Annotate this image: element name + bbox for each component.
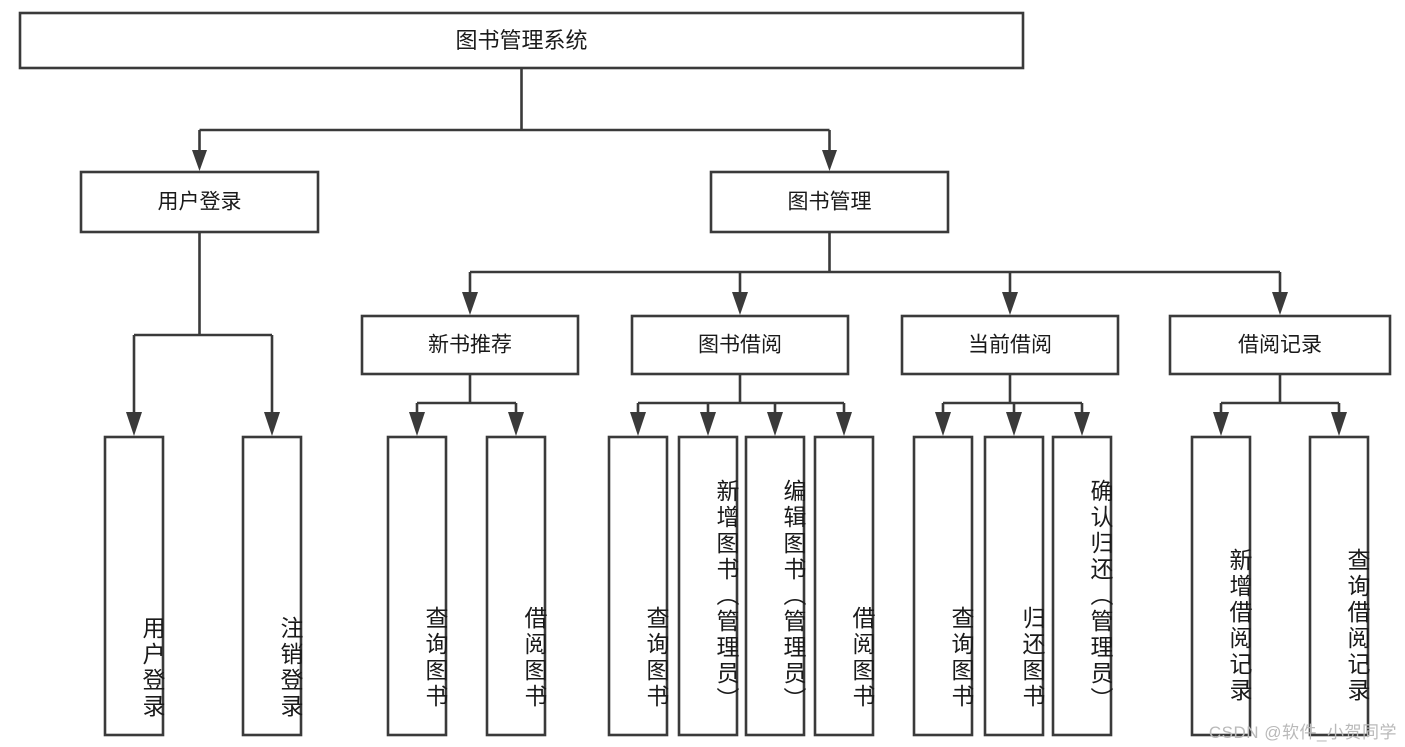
leaf-box-query-book-3[interactable] [912, 435, 974, 737]
arrowhead-leaf-logout [264, 412, 280, 436]
node-user-login-label: 用户登录 [158, 191, 242, 214]
node-new-book-recommend[interactable]: 新书推荐 [360, 314, 580, 376]
leaf-box-query-record[interactable] [1308, 435, 1370, 737]
node-book-management[interactable]: 图书管理 [709, 170, 950, 234]
node-borrow-record-box[interactable] [1168, 314, 1392, 376]
leaf-box-add-book[interactable] [677, 435, 739, 737]
leaf-box-logout[interactable] [241, 435, 303, 737]
leaf-box-query-book-2[interactable] [607, 435, 669, 737]
leaf-box-add-record[interactable] [1190, 435, 1252, 737]
arrowhead-leaf-borrow-book-2 [836, 412, 852, 436]
node-current-borrow-box[interactable] [900, 314, 1120, 376]
arrowhead-leaf-add-book [700, 412, 716, 436]
node-borrow-record[interactable]: 借阅记录 [1168, 314, 1392, 376]
connector-layer [126, 68, 1347, 436]
node-book-borrow[interactable]: 图书借阅 [630, 314, 850, 376]
leaf-box-return-book[interactable] [983, 435, 1045, 737]
node-new-book-recommend-label: 新书推荐 [428, 334, 512, 357]
arrowhead-leaf-edit-book [767, 412, 783, 436]
node-book-management-box[interactable] [709, 170, 950, 234]
leaf-box-layer [103, 435, 1370, 737]
arrowhead-leaf-query-record [1331, 412, 1347, 436]
arrowhead-leaf-return-book [1006, 412, 1022, 436]
node-root-label: 图书管理系统 [455, 28, 587, 53]
node-root-box[interactable] [18, 11, 1025, 70]
arrowhead-current-borrow [1002, 292, 1018, 315]
node-borrow-record-label: 借阅记录 [1238, 334, 1322, 357]
arrowhead-leaf-query-book-1 [409, 412, 425, 436]
arrowhead-book-borrow [732, 292, 748, 315]
node-user-login-box[interactable] [79, 170, 320, 234]
arrowhead-user-login [192, 150, 207, 171]
arrowhead-leaf-add-record [1213, 412, 1229, 436]
node-book-management-label: 图书管理 [788, 191, 872, 214]
arrowhead-new-book-rec [462, 292, 478, 315]
arrowhead-book-mgmt [822, 150, 837, 171]
leaf-box-confirm-return[interactable] [1051, 435, 1113, 737]
leaf-box-borrow-book-2[interactable] [813, 435, 875, 737]
leaf-box-user-login[interactable] [103, 435, 165, 737]
node-current-borrow[interactable]: 当前借阅 [900, 314, 1120, 376]
arrowhead-leaf-borrow-book-1 [508, 412, 524, 436]
arrowhead-leaf-query-book-2 [630, 412, 646, 436]
node-book-borrow-label: 图书借阅 [698, 334, 782, 357]
node-current-borrow-label: 当前借阅 [968, 334, 1052, 357]
csdn-watermark: CSDN @软件_小贺同学 [1208, 723, 1397, 742]
node-root[interactable]: 图书管理系统 [18, 11, 1025, 70]
node-user-login[interactable]: 用户登录 [79, 170, 320, 234]
arrowhead-leaf-user-login [126, 412, 142, 436]
arrowhead-leaf-confirm-return [1074, 412, 1090, 436]
node-book-borrow-box[interactable] [630, 314, 850, 376]
arrowhead-leaf-query-book-3 [935, 412, 951, 436]
arrowhead-borrow-record [1272, 292, 1288, 315]
leaf-box-edit-book[interactable] [744, 435, 806, 737]
leaf-box-query-book-1[interactable] [386, 435, 448, 737]
leaf-box-borrow-book-1[interactable] [485, 435, 547, 737]
node-new-book-recommend-box[interactable] [360, 314, 580, 376]
